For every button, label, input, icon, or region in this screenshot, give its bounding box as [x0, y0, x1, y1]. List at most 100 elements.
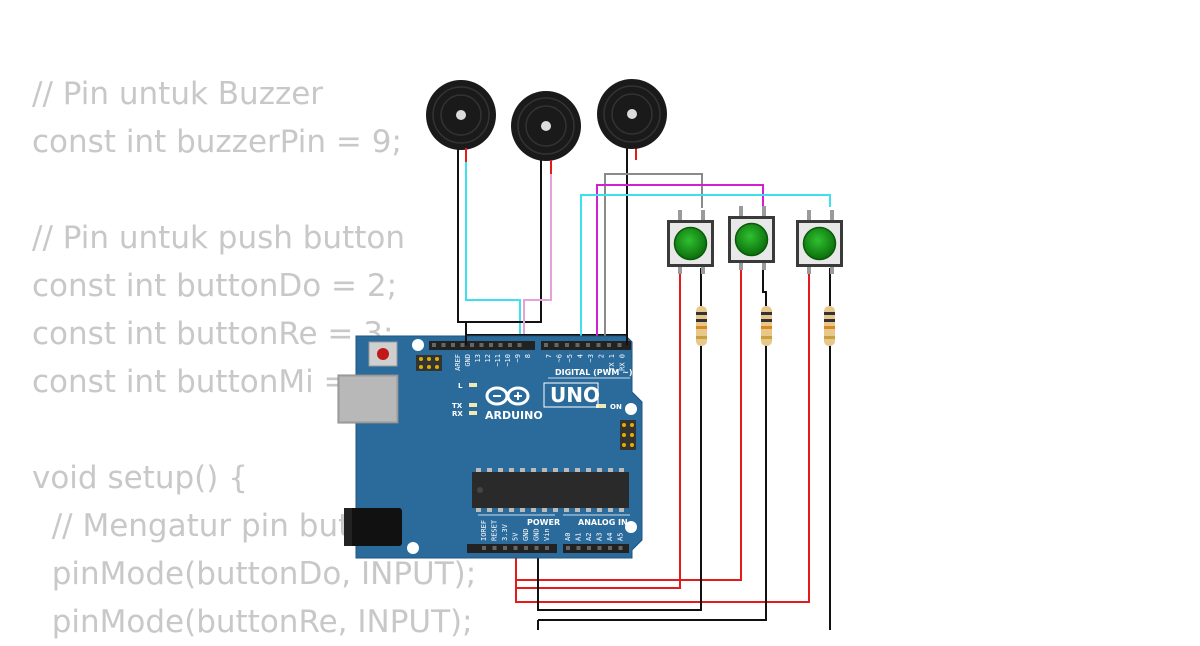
header-pin [617, 343, 622, 347]
buzzer-3 [597, 79, 667, 149]
wire-gnd-res1 [537, 345, 702, 611]
buzzer-1 [426, 80, 496, 162]
chip-pin [531, 508, 536, 512]
arduino-logo-icon [485, 386, 530, 406]
pin-label: ~5 [566, 354, 574, 362]
pin-label: TX 1 [608, 354, 616, 371]
chip-pin [476, 468, 481, 472]
wire-button1-signal [604, 173, 703, 345]
header-pin [489, 343, 493, 347]
header-pin [554, 343, 559, 347]
code-line: // Pin untuk Buzzer [32, 76, 324, 112]
chip-pin [476, 508, 481, 512]
pin-label: A4 [606, 533, 614, 541]
wire-buzzer3-gnd [466, 148, 628, 336]
chip-pin [498, 468, 503, 472]
code-editor-text: // Pin untuk Buzzer const int buzzerPin =… [32, 70, 476, 646]
tx-label: TX [452, 402, 463, 410]
chip-pin [586, 468, 591, 472]
pin-label: 5V [512, 532, 520, 541]
chip-pin [509, 468, 514, 472]
brand-label: ARDUINO [485, 409, 543, 422]
wire-button2-to-res [762, 268, 767, 306]
code-line: const int buzzerPin = 9; [32, 124, 402, 160]
pin-label: A2 [585, 533, 593, 541]
resistor-1 [696, 306, 707, 346]
header-pin [503, 546, 507, 550]
chip-pin [575, 508, 580, 512]
pin-label: GND [522, 528, 530, 541]
pin-label: A1 [575, 533, 583, 541]
pin-label: IOREF [480, 520, 488, 541]
header-analog [563, 544, 629, 553]
header-power [467, 544, 557, 553]
header-pin [482, 546, 486, 550]
pin-label: 13 [474, 354, 482, 362]
wire-5v-button1 [515, 270, 681, 589]
chip-pin [542, 468, 547, 472]
chip-pin [619, 508, 624, 512]
resistor-2 [761, 306, 772, 346]
header-pin [432, 343, 436, 347]
chip-pin [619, 468, 624, 472]
pin-label: ~3 [587, 354, 595, 362]
header-pin [508, 343, 512, 347]
pin-label: RX 0 [619, 354, 627, 371]
chip-pin [608, 508, 613, 512]
pin-label: 8 [524, 354, 532, 358]
pin-label: GND [533, 528, 541, 541]
header-pin [534, 546, 539, 550]
analog-label: ANALOG IN [578, 518, 628, 527]
wire-gnd-res2 [538, 345, 767, 621]
chip-pin [597, 468, 602, 472]
header-pin [607, 343, 611, 347]
code-line: const int buttonDo = 2; [32, 268, 398, 304]
header-pin [596, 343, 601, 347]
header-pin [597, 546, 602, 550]
wire-5v-button2 [516, 268, 742, 581]
chip-pin [597, 508, 602, 512]
digital-label: DIGITAL (PWM ~) [555, 368, 633, 377]
chip-pin [520, 468, 525, 472]
header-pin [451, 343, 455, 347]
chip-pin [564, 508, 569, 512]
header-pin [566, 546, 570, 550]
pin-label: Vin [543, 528, 551, 541]
header-pin [492, 546, 497, 550]
code-line: void setup() { [32, 460, 248, 496]
header-pin [618, 546, 623, 550]
header-pin [498, 343, 503, 347]
header-pin [544, 343, 548, 347]
pin-label: 7 [545, 354, 553, 358]
pin-label: A5 [617, 533, 625, 541]
header-pin [513, 546, 518, 550]
wire-5v-button3 [515, 270, 810, 603]
header-pin [587, 546, 591, 550]
buzzer-2 [511, 91, 581, 174]
pin-label: ~10 [504, 354, 512, 367]
chip-pin [542, 508, 547, 512]
header-pin [576, 546, 581, 550]
pin-label: AREF [454, 354, 462, 371]
pin-label: 2 [598, 354, 606, 358]
push-button-3 [796, 210, 843, 274]
pin-label: 4 [577, 354, 585, 358]
chip-pin [553, 508, 558, 512]
header-pin [524, 546, 528, 550]
chip-pin [520, 508, 525, 512]
pin-label: ~6 [556, 354, 564, 362]
dc-jack [344, 508, 402, 546]
header-pin [441, 343, 446, 347]
chip-pin [498, 508, 503, 512]
on-label: ON [610, 403, 622, 411]
pin-label: ~9 [514, 354, 522, 362]
rx-label: RX [452, 410, 463, 418]
chip-pin [586, 508, 591, 512]
chip-pin [487, 508, 492, 512]
wire-buzzer2-signal [523, 160, 552, 345]
header-pin [608, 546, 612, 550]
header-pin [470, 343, 474, 347]
pin-label: A0 [564, 533, 572, 541]
